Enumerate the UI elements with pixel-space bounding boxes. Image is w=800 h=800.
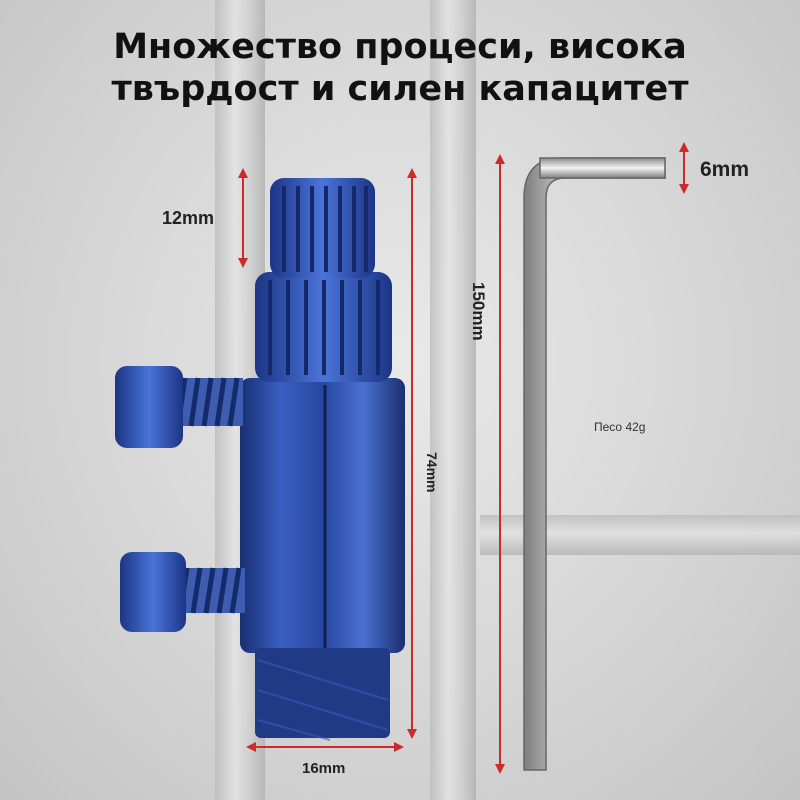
weight-label: Песо 42g <box>594 420 646 434</box>
key-length-arrow <box>495 154 505 774</box>
headline: Множество процеси, висока твърдост и сил… <box>0 26 800 110</box>
upper-side-screw <box>115 366 243 448</box>
cap-height-arrow <box>238 168 248 268</box>
headline-line-2: твърдост и силен капацитет <box>111 69 689 109</box>
dimension-lines <box>238 142 689 774</box>
body-height-label: 74mm <box>424 452 440 493</box>
base-width-label: 16mm <box>302 760 346 777</box>
base-width-arrow <box>246 742 404 752</box>
background-pipe-right <box>430 0 476 800</box>
body-height-arrow <box>407 168 417 739</box>
key-width-arrow <box>679 142 689 194</box>
upper-knob <box>255 272 392 382</box>
key-length-label: 150mm <box>469 282 488 341</box>
lower-side-screw <box>120 552 245 632</box>
top-cap <box>270 178 375 278</box>
headline-line-1: Множество процеси, висока <box>113 27 687 67</box>
hex-key <box>523 157 666 771</box>
key-width-label: 6mm <box>700 158 750 181</box>
tool-body <box>240 378 405 741</box>
cap-height-label: 12mm <box>162 208 215 228</box>
